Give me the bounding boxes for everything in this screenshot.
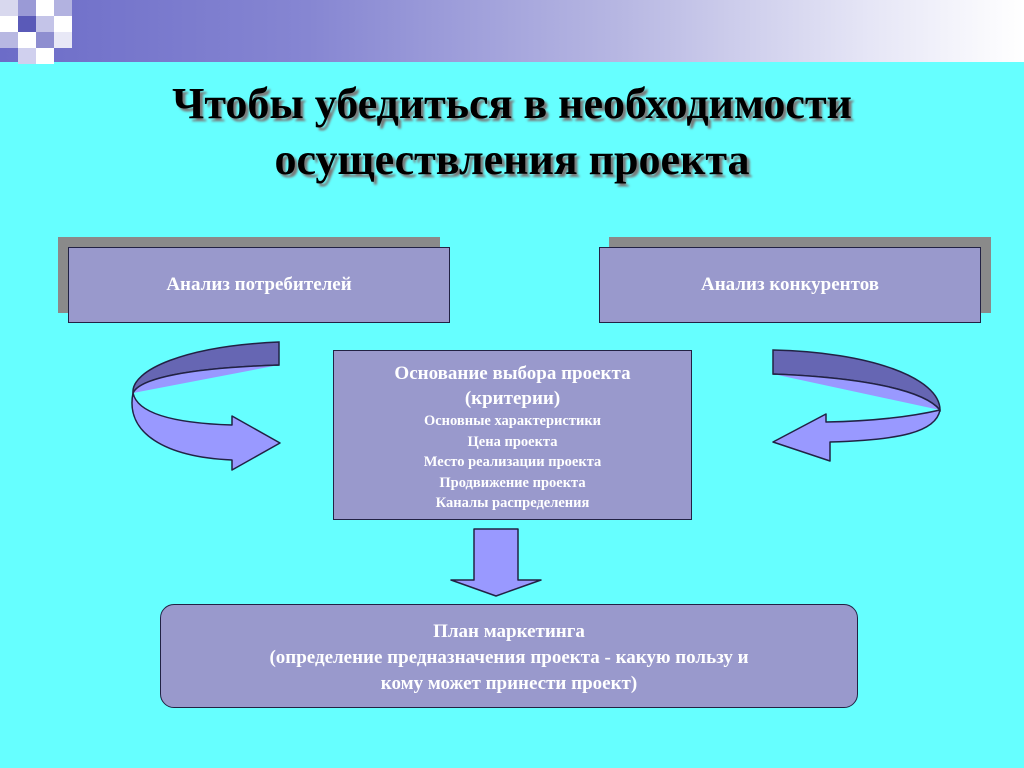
slide-title-line-2: осуществления проекта xyxy=(274,135,750,184)
marketing-plan-line-3: кому может принести проект) xyxy=(380,673,638,694)
competitor-analysis-box: Анализ конкурентов xyxy=(599,247,981,323)
competitor-analysis-label: Анализ конкурентов xyxy=(701,274,879,295)
project-selection-criteria-box: Основание выбора проекта (критерии) Осно… xyxy=(333,350,692,520)
criteria-item: Продвижение проекта xyxy=(439,474,586,491)
header-gradient-bar xyxy=(0,0,1024,62)
left-curved-arrow xyxy=(131,341,281,471)
criteria-heading: Основание выбора проекта xyxy=(394,363,631,384)
criteria-item: Каналы распределения xyxy=(435,495,590,511)
slide-title: Чтобы убедиться в необходимости осуществ… xyxy=(0,76,1024,188)
marketing-plan-box: План маркетинга (определение предназначе… xyxy=(160,604,858,708)
right-curved-arrow xyxy=(772,349,941,462)
criteria-item: Цена проекта xyxy=(467,433,558,450)
marketing-plan-heading: План маркетинга xyxy=(433,621,585,642)
consumer-analysis-label: Анализ потребителей xyxy=(166,274,352,295)
marketing-plan-line-2: (определение предназначения проекта - ка… xyxy=(269,647,749,668)
criteria-item: Место реализации проекта xyxy=(423,454,602,470)
consumer-analysis-box: Анализ потребителей xyxy=(68,247,450,323)
criteria-item: Основные характеристики xyxy=(423,413,602,429)
down-arrow xyxy=(450,528,542,597)
slide-title-line-1: Чтобы убедиться в необходимости xyxy=(172,79,852,128)
criteria-subheading: (критерии) xyxy=(464,388,561,409)
